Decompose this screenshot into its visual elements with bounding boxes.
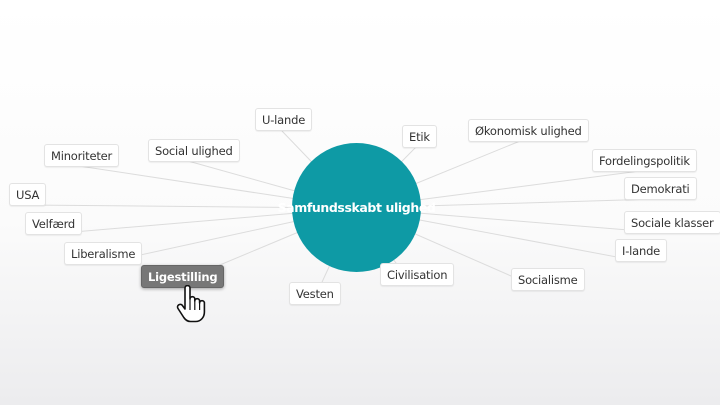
node-sociale-klasser[interactable]: Sociale klasser <box>624 211 720 234</box>
node-fordelingspolitik[interactable]: Fordelingspolitik <box>592 149 697 172</box>
node-civilisation[interactable]: Civilisation <box>380 263 455 286</box>
node-socialisme[interactable]: Socialisme <box>511 268 585 291</box>
node-u-lande[interactable]: U-lande <box>255 108 313 131</box>
node-usa[interactable]: USA <box>9 183 47 206</box>
node-okonomisk-ulighed[interactable]: Økonomisk ulighed <box>468 119 589 142</box>
node-vesten[interactable]: Vesten <box>289 282 341 305</box>
node-i-lande[interactable]: I-lande <box>615 239 668 262</box>
node-liberalisme[interactable]: Liberalisme <box>64 242 143 265</box>
center-node[interactable]: Samfundsskabt ulighed <box>278 143 436 272</box>
node-etik[interactable]: Etik <box>402 125 437 148</box>
center-node-label: Samfundsskabt ulighed <box>277 200 436 215</box>
node-demokrati[interactable]: Demokrati <box>624 177 697 200</box>
node-social-ulighed[interactable]: Social ulighed <box>148 139 240 162</box>
node-minoriteter[interactable]: Minoriteter <box>44 144 120 167</box>
node-velfaerd[interactable]: Velfærd <box>25 212 83 235</box>
hand-pointer-icon <box>176 285 206 323</box>
node-ligestilling[interactable]: Ligestilling <box>141 265 225 288</box>
